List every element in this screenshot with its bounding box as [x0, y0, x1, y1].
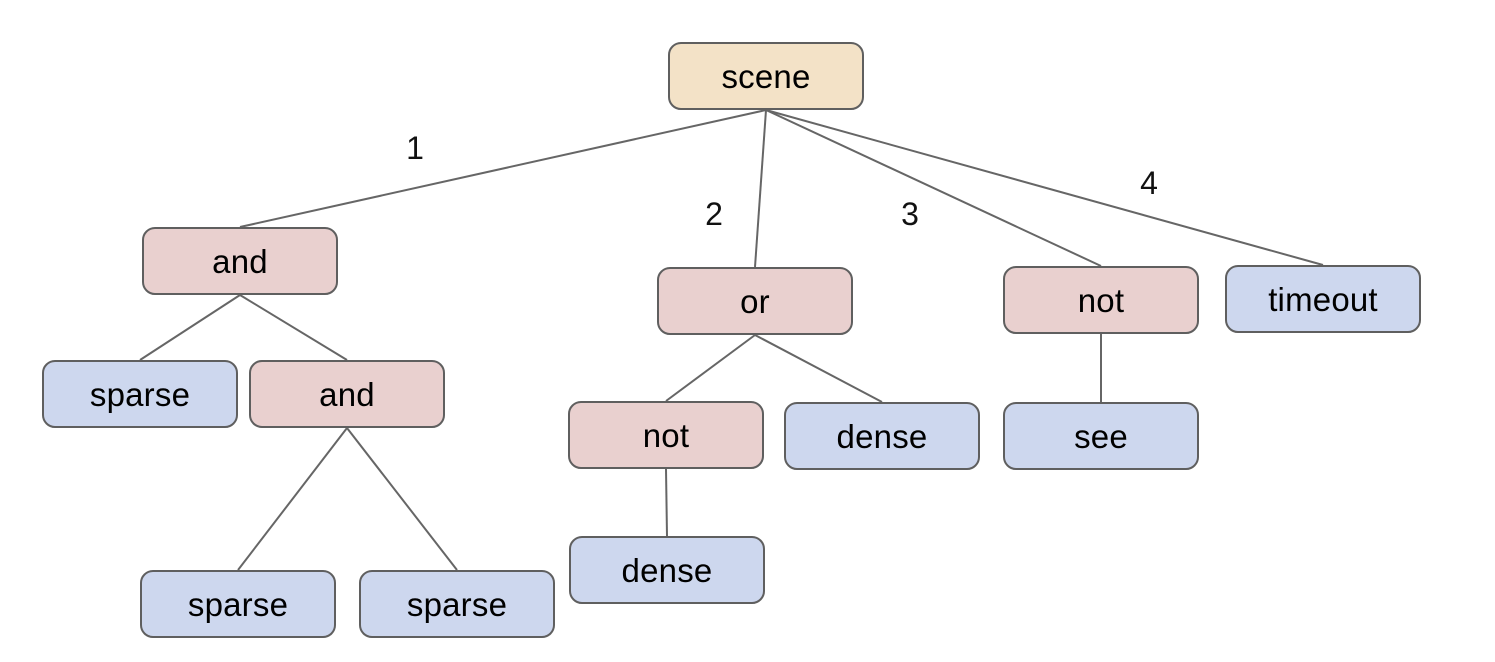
node-label: and	[319, 375, 375, 413]
node-sparse3: sparse	[359, 570, 555, 638]
node-and2: and	[249, 360, 445, 428]
edge-scene-not1	[765, 109, 1102, 267]
edge-and2-sparse2	[237, 427, 348, 571]
edge-and1-and2	[239, 294, 348, 361]
node-label: and	[212, 242, 268, 280]
edge-scene-timeout1	[765, 109, 1324, 266]
node-not1: not	[1003, 266, 1199, 334]
edge-and2-sparse3	[346, 427, 458, 571]
node-scene: scene	[668, 42, 864, 110]
node-label: see	[1074, 417, 1128, 455]
node-label: dense	[836, 417, 928, 455]
node-not2: not	[568, 401, 764, 469]
node-sparse1: sparse	[42, 360, 238, 428]
node-sparse2: sparse	[140, 570, 336, 638]
node-label: timeout	[1268, 280, 1378, 318]
node-label: not	[1077, 281, 1125, 319]
edge-scene-or1	[754, 109, 767, 268]
edge-label-2: 2	[705, 196, 723, 232]
node-label: not	[642, 416, 690, 454]
node-dense1: dense	[784, 402, 980, 470]
node-label: sparse	[89, 375, 191, 413]
node-label: dense	[621, 551, 713, 589]
edge-or1-dense1	[754, 334, 883, 403]
node-label: scene	[721, 57, 811, 95]
node-label: or	[740, 282, 770, 320]
edge-label-4: 4	[1140, 165, 1158, 201]
node-or1: or	[657, 267, 853, 335]
node-label: sparse	[406, 585, 508, 623]
node-dense2: dense	[569, 536, 765, 604]
edge-not2-dense2	[665, 468, 668, 537]
node-timeout1: timeout	[1225, 265, 1421, 333]
edge-and1-sparse1	[139, 294, 241, 361]
node-and1: and	[142, 227, 338, 295]
edge-or1-not2	[665, 334, 756, 402]
edge-scene-and1	[239, 109, 767, 228]
edge-label-1: 1	[406, 130, 424, 166]
node-label: sparse	[187, 585, 289, 623]
edge-label-3: 3	[901, 196, 919, 232]
node-see1: see	[1003, 402, 1199, 470]
